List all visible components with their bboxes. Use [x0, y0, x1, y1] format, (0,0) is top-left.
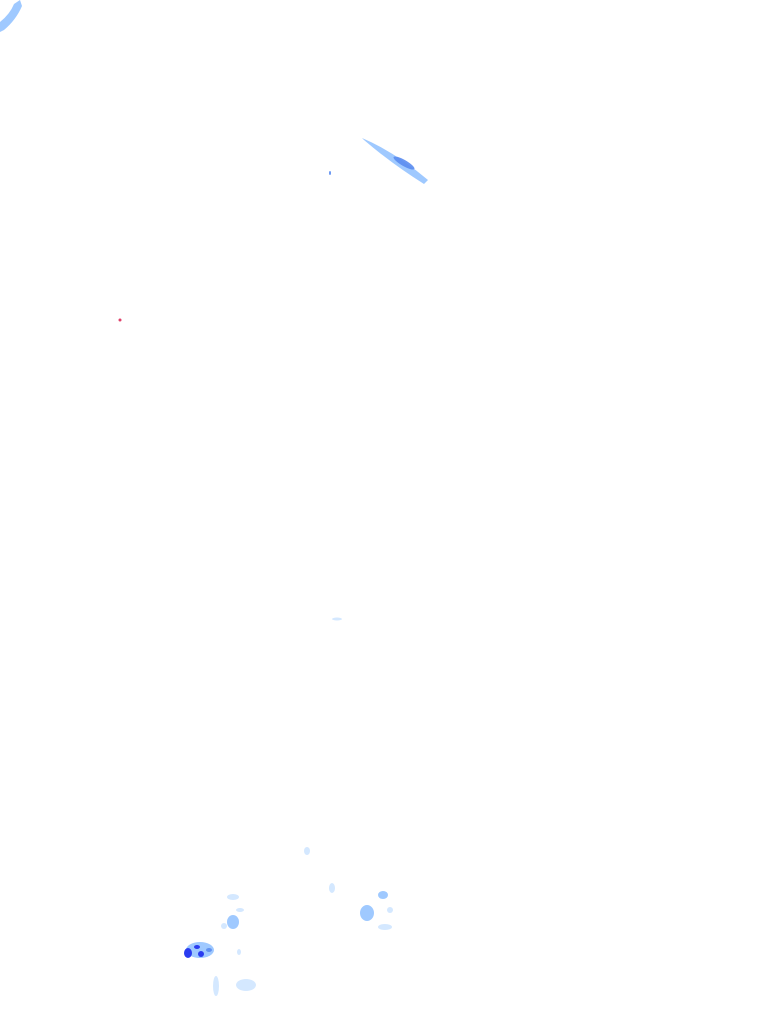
echo-dot: [329, 171, 331, 175]
echo: [378, 891, 388, 899]
echo: [221, 923, 227, 929]
echo: [329, 883, 335, 893]
echo: [186, 942, 214, 958]
echo: [236, 979, 256, 991]
echo: [237, 949, 241, 955]
echo: [378, 924, 392, 930]
echo: [387, 907, 393, 913]
echo-streak-core: [393, 156, 415, 170]
echo-trace: [118, 318, 122, 322]
echo: [332, 617, 342, 621]
echo: [227, 915, 239, 929]
echo: [236, 908, 244, 912]
echo-corner: [0, 0, 22, 32]
echo-heavy: [198, 951, 204, 957]
echo: [206, 948, 212, 952]
echo-streak: [362, 138, 428, 184]
precipitation-echoes: [0, 0, 428, 996]
echo-heavy: [184, 948, 192, 958]
echo-heavy: [194, 945, 200, 949]
echo: [360, 905, 374, 921]
echo: [213, 976, 219, 996]
echo: [304, 847, 310, 855]
echo: [227, 894, 239, 900]
